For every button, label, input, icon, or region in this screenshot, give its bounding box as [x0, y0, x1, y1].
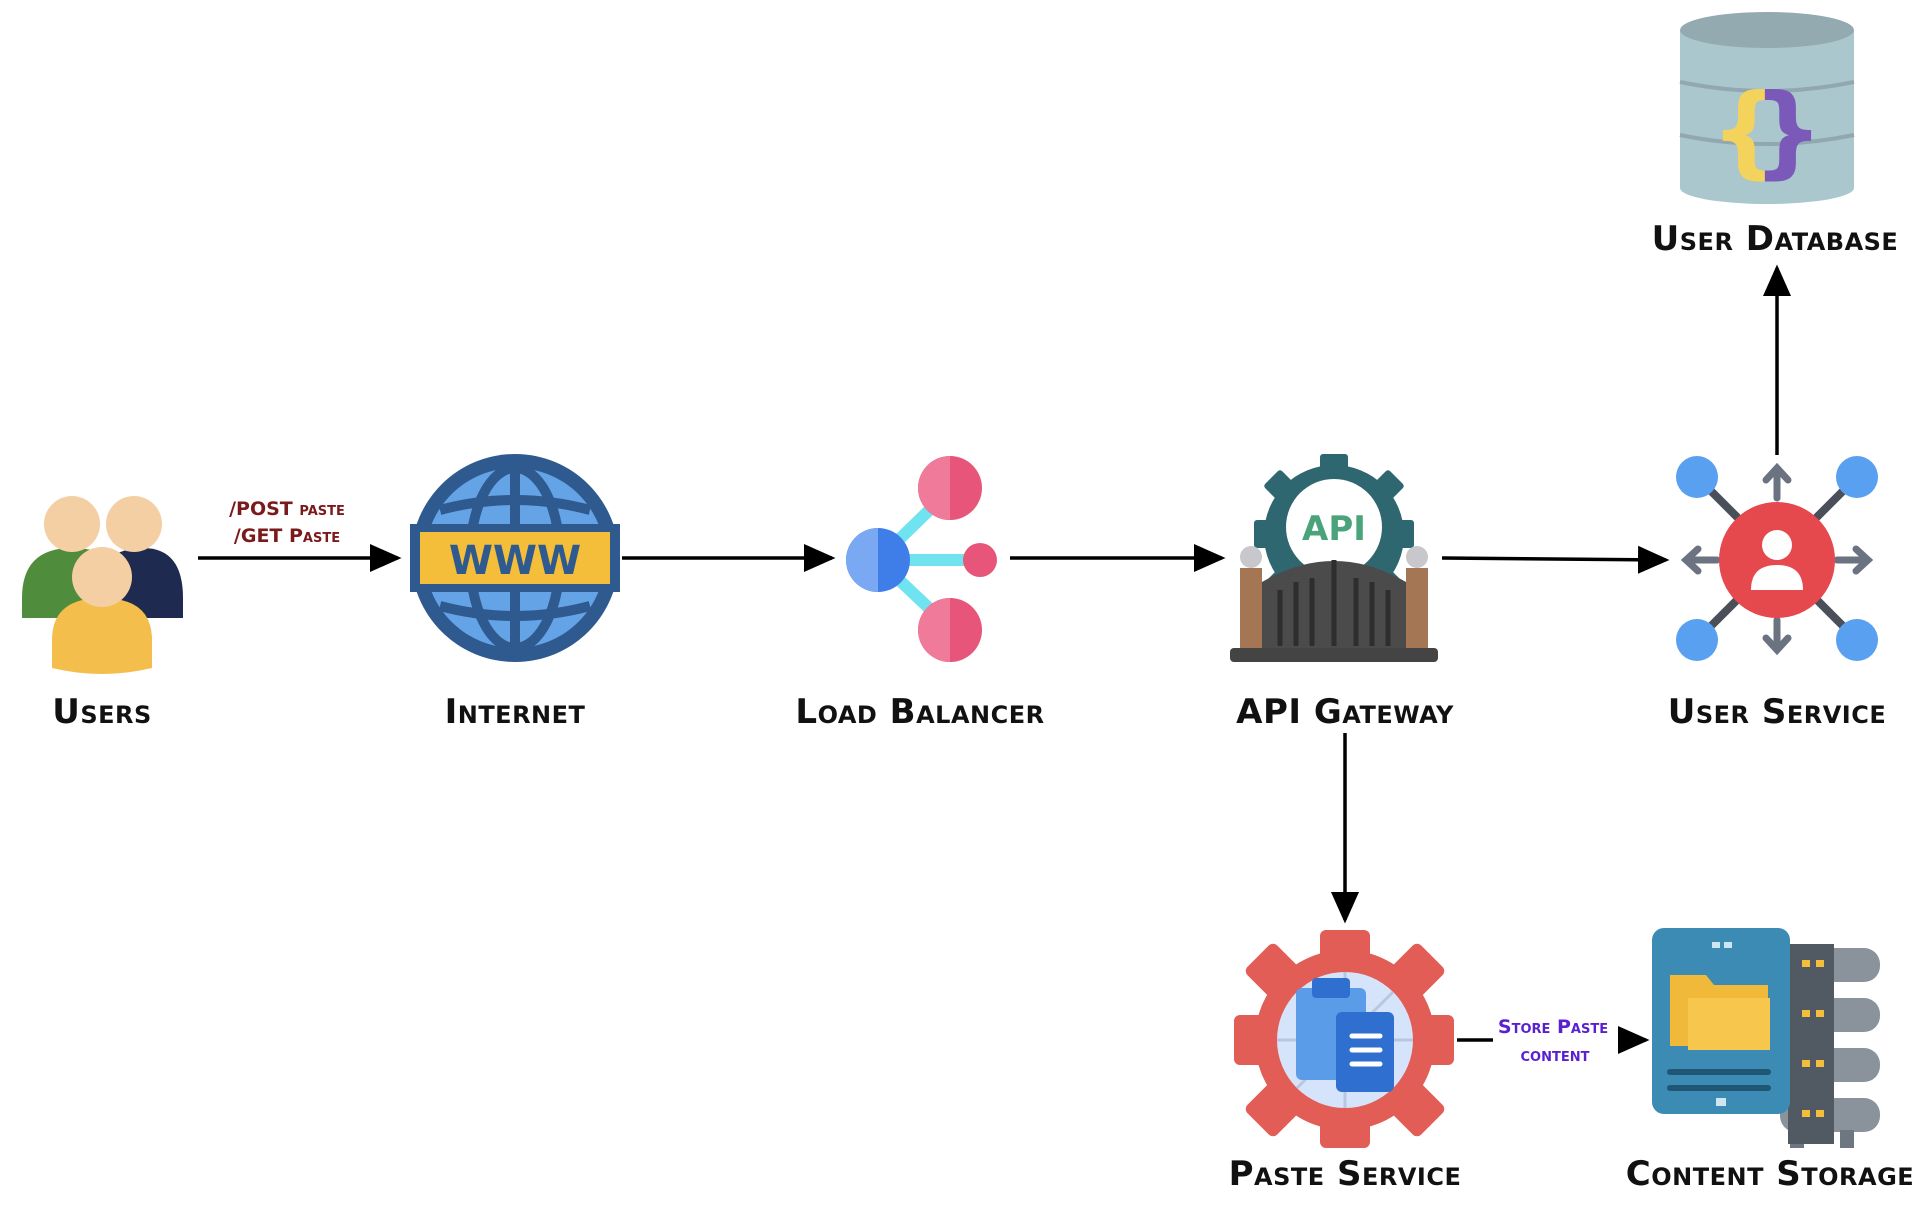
www-globe-icon: WWW	[410, 454, 620, 662]
users-label: Users	[52, 692, 152, 732]
user-service-label: User Service	[1668, 692, 1886, 732]
paste-service-label: Paste Service	[1229, 1154, 1462, 1194]
content-storage-label: Content Storage	[1626, 1154, 1914, 1194]
edge-label-content: content	[1521, 1044, 1590, 1066]
svg-text:{: {	[1710, 72, 1781, 189]
edge-label-get: /GET Paste	[234, 525, 340, 547]
paste-service-gear-icon	[1234, 930, 1454, 1148]
load-balancer-icon	[846, 456, 997, 662]
api-gateway-label: API Gateway	[1236, 692, 1454, 732]
user-database-label: User Database	[1652, 219, 1899, 259]
content-storage-server-icon	[1652, 928, 1880, 1148]
edge-label-post: /POST paste	[229, 498, 345, 520]
user-service-icon	[1676, 456, 1878, 661]
edge-apigateway-userservice	[1441, 545, 1670, 574]
json-database-icon: { }	[1679, 12, 1855, 204]
edge-label-store-paste: Store Paste	[1498, 1016, 1608, 1038]
internet-label: Internet	[445, 692, 586, 732]
api-badge-text: API	[1302, 509, 1366, 549]
edge-label-paste-storage: Store Paste content	[1498, 1016, 1608, 1066]
svg-text:}: }	[1752, 72, 1823, 189]
edges	[198, 264, 1791, 1054]
load-balancer-label: Load Balancer	[795, 692, 1044, 732]
users-group-icon	[22, 496, 183, 674]
edge-label-users-internet: /POST paste /GET Paste	[229, 498, 345, 547]
www-text: WWW	[449, 538, 581, 584]
api-gateway-icon: API	[1230, 454, 1438, 662]
